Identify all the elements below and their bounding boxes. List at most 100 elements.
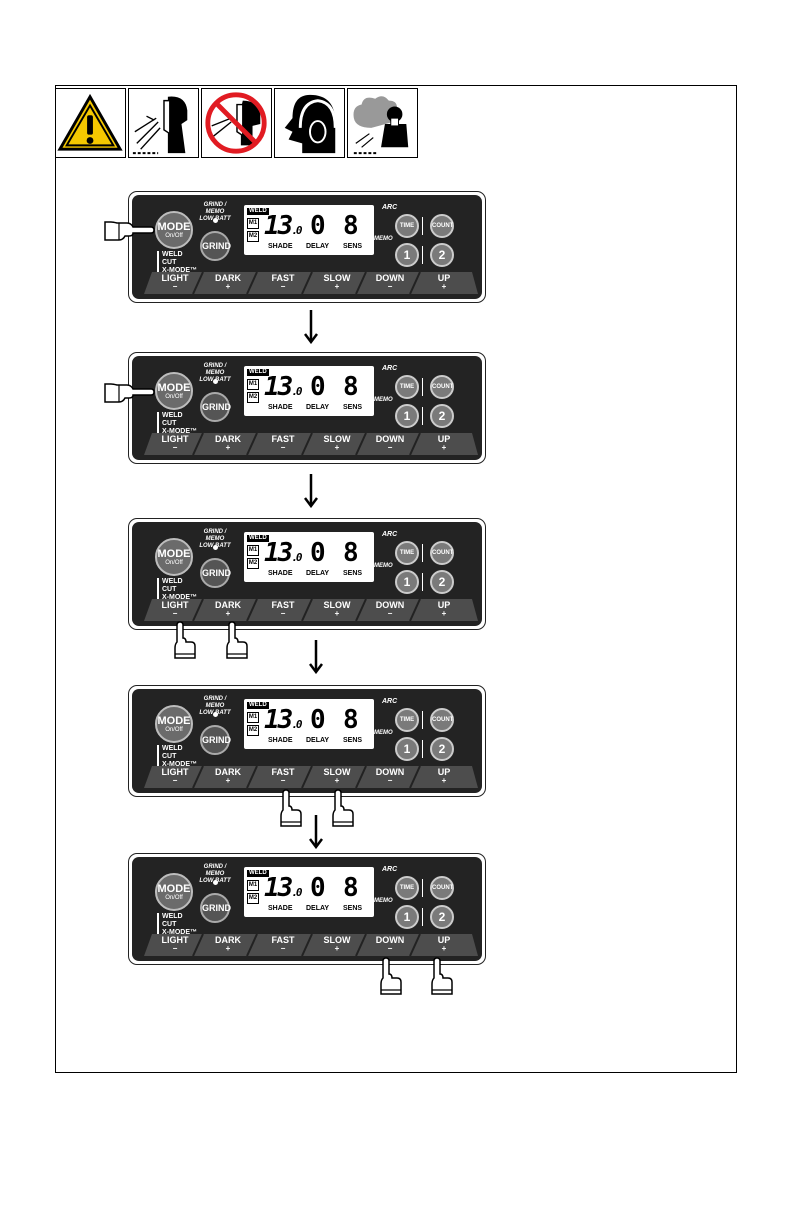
down-arrow-icon bbox=[309, 640, 323, 674]
strip-button-up[interactable]: UP + bbox=[437, 434, 451, 452]
strip-button-slow[interactable]: SLOW + bbox=[323, 273, 351, 291]
status-led bbox=[213, 712, 218, 717]
strip-button-light[interactable]: LIGHT − bbox=[161, 273, 189, 291]
down-arrow-icon bbox=[304, 310, 318, 344]
time-button[interactable]: TIME bbox=[395, 541, 419, 565]
strip-button-light[interactable]: LIGHT − bbox=[161, 935, 189, 953]
strip-button-up[interactable]: UP + bbox=[437, 935, 451, 953]
strip-button-dark[interactable]: DARK + bbox=[215, 935, 241, 953]
strip-button-down[interactable]: DOWN − bbox=[375, 600, 405, 618]
strip-button-dark[interactable]: DARK + bbox=[215, 767, 241, 785]
memo-2-button[interactable]: 2 bbox=[430, 404, 454, 428]
lcd-shade-label: SHADE bbox=[268, 905, 293, 912]
strip-button-fast[interactable]: FAST − bbox=[271, 273, 295, 291]
strip-button-up[interactable]: UP + bbox=[437, 273, 451, 291]
down-arrow-icon bbox=[309, 815, 323, 849]
time-button[interactable]: TIME bbox=[395, 876, 419, 900]
strip-button-fast[interactable]: FAST − bbox=[271, 767, 295, 785]
memo-1-button[interactable]: 1 bbox=[395, 570, 419, 594]
memo-1-button[interactable]: 1 bbox=[395, 404, 419, 428]
grind-button[interactable]: GRIND bbox=[200, 893, 231, 923]
memo-2-button[interactable]: 2 bbox=[430, 905, 454, 929]
lcd-m2: M2 bbox=[247, 392, 259, 403]
strip-button-up[interactable]: UP + bbox=[437, 600, 451, 618]
strip-button-dark[interactable]: DARK + bbox=[215, 273, 241, 291]
lcd-shade-value: 13.0 bbox=[264, 873, 303, 903]
hearing-protection-icon bbox=[274, 88, 345, 158]
memo-1-button[interactable]: 1 bbox=[395, 243, 419, 267]
memo-1-button[interactable]: 1 bbox=[395, 737, 419, 761]
grind-button[interactable]: GRIND bbox=[200, 231, 231, 261]
count-button[interactable]: COUNT bbox=[430, 375, 454, 399]
strip-button-light[interactable]: LIGHT − bbox=[161, 767, 189, 785]
separator bbox=[422, 246, 423, 264]
count-button[interactable]: COUNT bbox=[430, 708, 454, 732]
strip-button-down[interactable]: DOWN − bbox=[375, 434, 405, 452]
status-led bbox=[213, 218, 218, 223]
lcd-shade-label: SHADE bbox=[268, 737, 293, 744]
lcd-display: WELD M1 M2 13.0 0 8 SHADE DELAY SENS bbox=[244, 699, 374, 749]
memo-label: MEMO bbox=[374, 898, 393, 904]
lcd-m1: M1 bbox=[247, 379, 259, 390]
lcd-display: WELD M1 M2 13.0 0 8 SHADE DELAY SENS bbox=[244, 532, 374, 582]
lcd-shade-label: SHADE bbox=[268, 404, 293, 411]
count-button[interactable]: COUNT bbox=[430, 214, 454, 238]
spark-face-shield-icon bbox=[128, 88, 199, 158]
lcd-delay-value: 0 bbox=[310, 211, 326, 241]
status-led bbox=[213, 379, 218, 384]
strip-button-up[interactable]: UP + bbox=[437, 767, 451, 785]
lcd-delay-value: 0 bbox=[310, 873, 326, 903]
memo-2-button[interactable]: 2 bbox=[430, 570, 454, 594]
grind-button[interactable]: GRIND bbox=[200, 392, 231, 422]
strip-button-down[interactable]: DOWN − bbox=[375, 935, 405, 953]
time-button[interactable]: TIME bbox=[395, 214, 419, 238]
lcd-delay-value: 0 bbox=[310, 705, 326, 735]
strip-button-fast[interactable]: FAST − bbox=[271, 434, 295, 452]
memo-2-button[interactable]: 2 bbox=[430, 243, 454, 267]
strip-button-slow[interactable]: SLOW + bbox=[323, 935, 351, 953]
strip-button-fast[interactable]: FAST − bbox=[271, 600, 295, 618]
memo-1-button[interactable]: 1 bbox=[395, 905, 419, 929]
strip-button-light[interactable]: LIGHT − bbox=[161, 600, 189, 618]
strip-button-fast[interactable]: FAST − bbox=[271, 935, 295, 953]
strip-button-light[interactable]: LIGHT − bbox=[161, 434, 189, 452]
count-button[interactable]: COUNT bbox=[430, 541, 454, 565]
strip-button-dark[interactable]: DARK + bbox=[215, 434, 241, 452]
lcd-weld-tag: WELD bbox=[247, 208, 269, 215]
count-button[interactable]: COUNT bbox=[430, 876, 454, 900]
lcd-weld-tag: WELD bbox=[247, 369, 269, 376]
grind-button[interactable]: GRIND bbox=[200, 558, 231, 588]
grind-button[interactable]: GRIND bbox=[200, 725, 231, 755]
strip-button-slow[interactable]: SLOW + bbox=[323, 767, 351, 785]
lcd-display: WELD M1 M2 13.0 0 8 SHADE DELAY SENS bbox=[244, 366, 374, 416]
separator bbox=[422, 378, 423, 396]
memo-label: MEMO bbox=[374, 397, 393, 403]
arc-label: ARC bbox=[382, 531, 398, 538]
lcd-sens-label: SENS bbox=[343, 243, 363, 250]
strip-button-dark[interactable]: DARK + bbox=[215, 600, 241, 618]
strip-button-down[interactable]: DOWN − bbox=[375, 273, 405, 291]
time-button[interactable]: TIME bbox=[395, 375, 419, 399]
strip-button-slow[interactable]: SLOW + bbox=[323, 600, 351, 618]
separator bbox=[422, 217, 423, 235]
strip-button-down[interactable]: DOWN − bbox=[375, 767, 405, 785]
strip-button-slow[interactable]: SLOW + bbox=[323, 434, 351, 452]
lcd-m1: M1 bbox=[247, 712, 259, 723]
adjust-strip bbox=[138, 272, 478, 294]
lcd-m1: M1 bbox=[247, 880, 259, 891]
memo-2-button[interactable]: 2 bbox=[430, 737, 454, 761]
lcd-m2: M2 bbox=[247, 725, 259, 736]
fume-respirator-icon bbox=[347, 88, 418, 158]
time-button[interactable]: TIME bbox=[395, 708, 419, 732]
adjust-strip bbox=[138, 934, 478, 956]
